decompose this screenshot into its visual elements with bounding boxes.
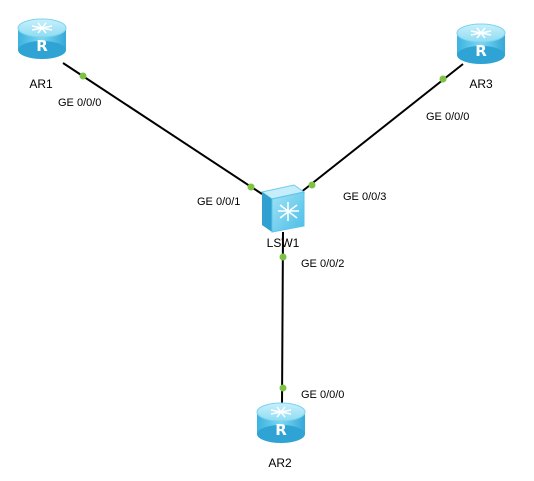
port-label-lsw1-to-ar3: GE 0/0/3 bbox=[343, 191, 386, 203]
switch-icon bbox=[260, 184, 306, 233]
device-label-ar2: AR2 bbox=[268, 456, 292, 470]
port-indicators bbox=[79, 72, 447, 392]
router-icon: R bbox=[17, 18, 67, 59]
router-ar3[interactable]: R bbox=[456, 23, 506, 64]
router-ar2[interactable]: R bbox=[256, 402, 306, 443]
switch-lsw1[interactable] bbox=[260, 184, 306, 233]
port-dot-lsw1-ge002 bbox=[279, 253, 287, 261]
device-label-ar1: AR1 bbox=[29, 77, 53, 91]
port-dot-ar3-ge000 bbox=[439, 75, 447, 83]
port-dot-ar2-ge000 bbox=[279, 384, 287, 392]
links bbox=[62, 62, 464, 407]
port-dot-ar1-ge000 bbox=[79, 72, 87, 80]
port-label-ar1-from: GE 0/0/0 bbox=[58, 97, 101, 109]
link-ar1-lsw1[interactable] bbox=[62, 62, 263, 195]
port-label-lsw1-to-ar2: GE 0/0/2 bbox=[301, 258, 344, 270]
router-ar1[interactable]: R bbox=[17, 18, 67, 59]
switch-arrows-icon bbox=[278, 202, 299, 221]
router-glyph: R bbox=[36, 37, 48, 55]
link-ar3-lsw1[interactable] bbox=[299, 63, 464, 194]
router-glyph: R bbox=[275, 421, 287, 439]
port-label-lsw1-to-ar1: GE 0/0/1 bbox=[197, 196, 240, 208]
port-label-ar3-from: GE 0/0/0 bbox=[426, 111, 469, 123]
port-dot-lsw1-ge001 bbox=[247, 183, 255, 191]
link-lsw1-ar2[interactable] bbox=[281, 231, 284, 407]
port-dot-lsw1-ge003 bbox=[308, 181, 316, 189]
port-label-ar2-from: GE 0/0/0 bbox=[301, 389, 344, 401]
device-label-ar3: AR3 bbox=[469, 77, 493, 91]
router-glyph: R bbox=[475, 42, 487, 60]
router-icon: R bbox=[256, 402, 306, 443]
device-label-lsw1: LSW1 bbox=[267, 236, 300, 250]
router-icon: R bbox=[456, 23, 506, 64]
